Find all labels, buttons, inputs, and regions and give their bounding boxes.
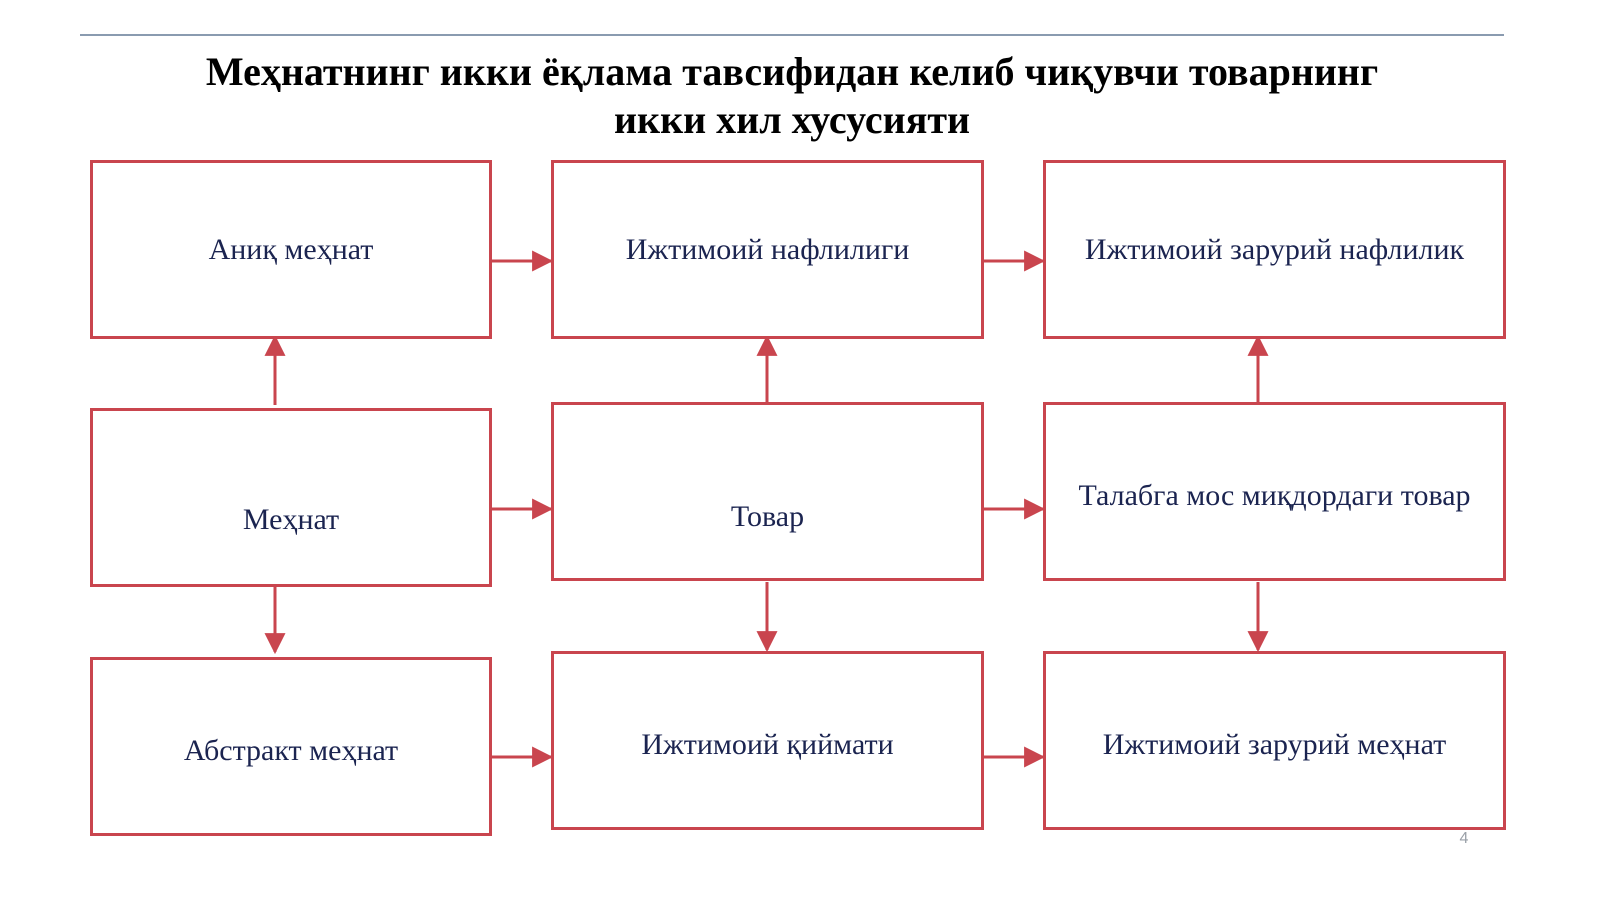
box-talabga-mos-tovar-label: Талабга мос миқдордаги товар [1078,479,1471,512]
box-ijtimoiy-zaruriy-mehnat: Ижтимоий зарурий меҳнат [1043,651,1506,830]
box-mehnat-label: Меҳнат [242,503,340,536]
box-ijtimoiy-naflilig: Ижтимоий нафлилиги [551,160,984,339]
box-ijtimoiy-zaruriy-mehnat-label: Ижтимоий зарурий меҳнат [1102,728,1447,761]
box-ijtimoiy-qiymati: Ижтимоий қиймати [551,651,984,830]
slide-title: Меҳнатнинг икки ёқлама тавсифидан келиб … [80,48,1504,144]
box-ijtimoiy-naflilig-label: Ижтимоий нафлилиги [625,232,910,266]
box-aniq-mehnat: Аниқ меҳнат [90,160,492,339]
page-number: 4 [1459,830,1469,847]
box-talabga-mos-tovar: Талабга мос миқдордаги товар [1043,402,1506,581]
box-mehnat: Меҳнат [90,408,492,587]
box-abstrakt-mehnat: Абстракт меҳнат [90,657,492,836]
box-tovar: Товар [551,402,984,581]
box-aniq-mehnat-label: Аниқ меҳнат [208,232,374,266]
box-ijtimoiy-qiymati-label: Ижтимоий қиймати [641,728,894,761]
box-tovar-label: Товар [730,500,805,533]
top-rule [80,34,1504,36]
box-ijtimoiy-zaruriy-naflilik: Ижтимоий зарурий нафлилик [1043,160,1506,339]
box-ijtimoiy-zaruriy-naflilik-label: Ижтимоий зарурий нафлилик [1084,232,1465,266]
box-abstrakt-mehnat-label: Абстракт меҳнат [183,734,399,767]
title-line-1: Меҳнатнинг икки ёқлама тавсифидан келиб … [205,49,1379,94]
title-line-2: икки хил хусусияти [613,97,971,142]
